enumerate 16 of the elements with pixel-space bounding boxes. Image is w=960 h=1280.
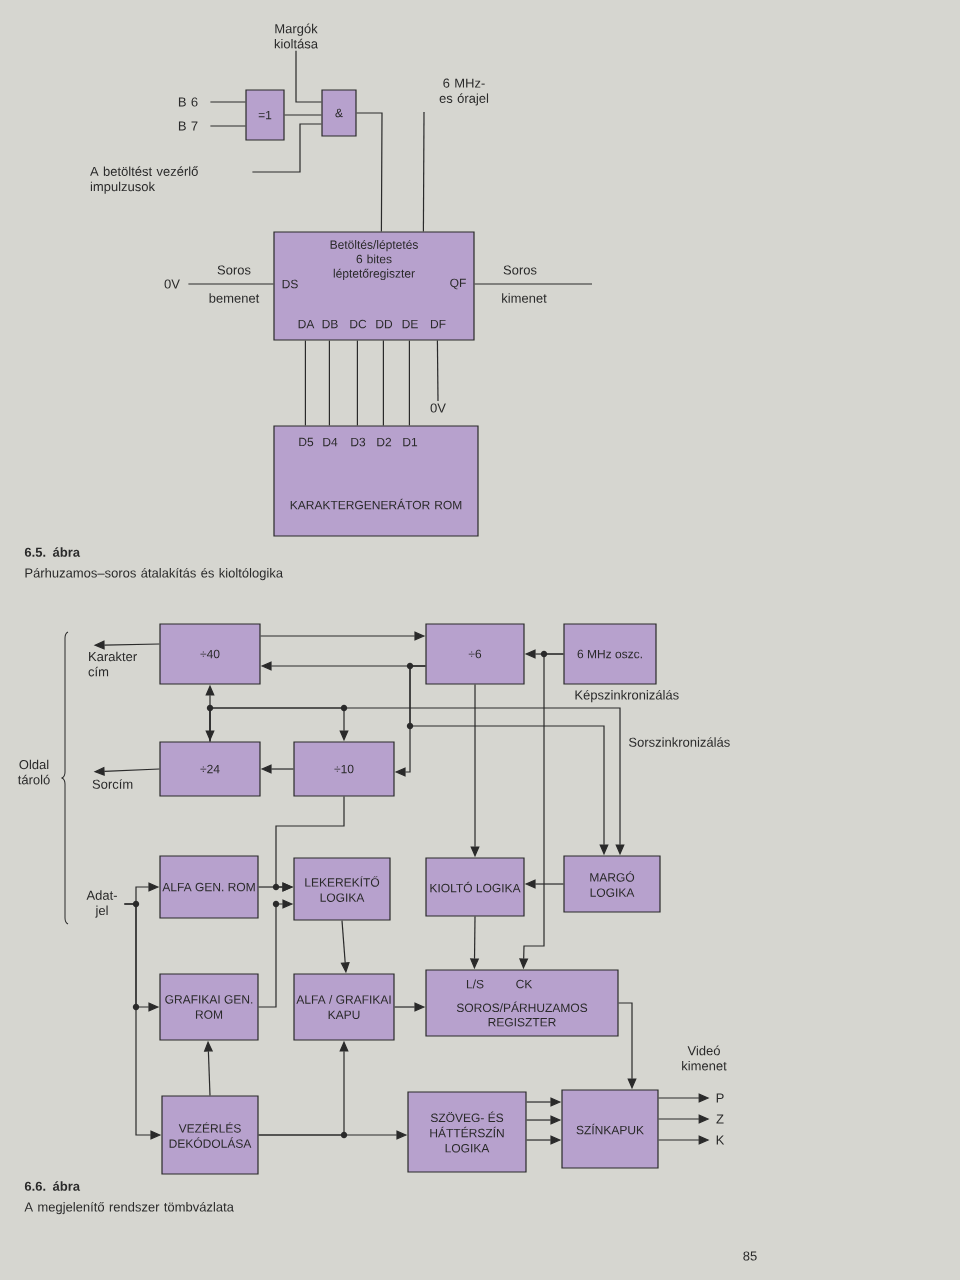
connector-line — [187, 283, 274, 285]
connector-line — [209, 101, 246, 103]
connector-line — [328, 340, 330, 426]
connector-line — [209, 125, 246, 127]
connector-line — [356, 112, 383, 232]
connector-line — [436, 340, 439, 402]
connector-line — [356, 340, 358, 426]
arrow — [209, 707, 349, 742]
connector-line — [251, 123, 322, 173]
connector-line — [422, 111, 425, 232]
connector-line — [284, 114, 322, 116]
connector-line — [304, 340, 306, 426]
connector-line — [295, 50, 322, 103]
connector-line — [474, 283, 593, 285]
connector-line — [408, 340, 410, 426]
connector-line — [382, 340, 384, 426]
